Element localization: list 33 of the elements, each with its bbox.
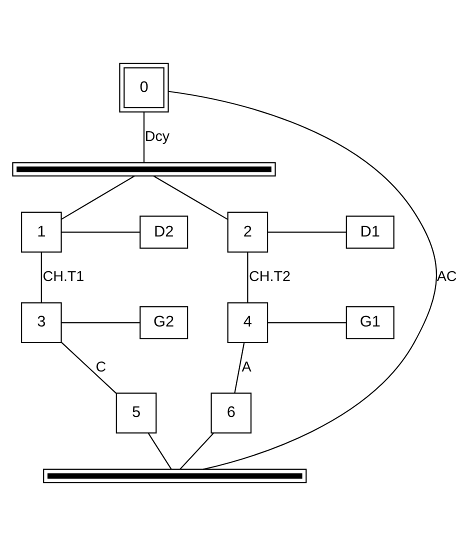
node-box: 5 bbox=[116, 392, 157, 434]
connector bbox=[143, 112, 145, 162]
edge-label: AC bbox=[436, 269, 457, 286]
node-box: D1 bbox=[346, 216, 394, 249]
node-bar bbox=[43, 468, 307, 484]
connector bbox=[148, 432, 172, 470]
connector bbox=[62, 232, 140, 233]
connector bbox=[61, 342, 117, 394]
connector bbox=[268, 232, 346, 233]
connector bbox=[62, 322, 140, 324]
node-bar bbox=[12, 162, 276, 176]
connector bbox=[180, 432, 214, 470]
node-box: 0 bbox=[119, 62, 169, 112]
connector bbox=[168, 90, 437, 470]
node-box: G1 bbox=[346, 306, 394, 340]
edge-label: CH.T1 bbox=[42, 269, 84, 286]
node-box: G2 bbox=[140, 306, 188, 340]
connector bbox=[40, 252, 42, 303]
node-box: 6 bbox=[210, 392, 252, 434]
node-box: 2 bbox=[227, 212, 268, 253]
connector bbox=[247, 252, 248, 303]
edge-label: CH.T2 bbox=[249, 269, 290, 286]
edge-label: A bbox=[242, 360, 252, 376]
connector bbox=[268, 322, 346, 324]
connector bbox=[234, 342, 245, 394]
connector bbox=[61, 176, 135, 220]
node-box: 1 bbox=[21, 212, 62, 253]
node-box: D2 bbox=[140, 216, 188, 249]
edge-label: Dcy bbox=[144, 129, 170, 146]
edge-label: C bbox=[96, 360, 106, 376]
connector bbox=[153, 176, 228, 220]
node-box: 3 bbox=[21, 302, 62, 344]
node-box: 4 bbox=[227, 302, 268, 344]
